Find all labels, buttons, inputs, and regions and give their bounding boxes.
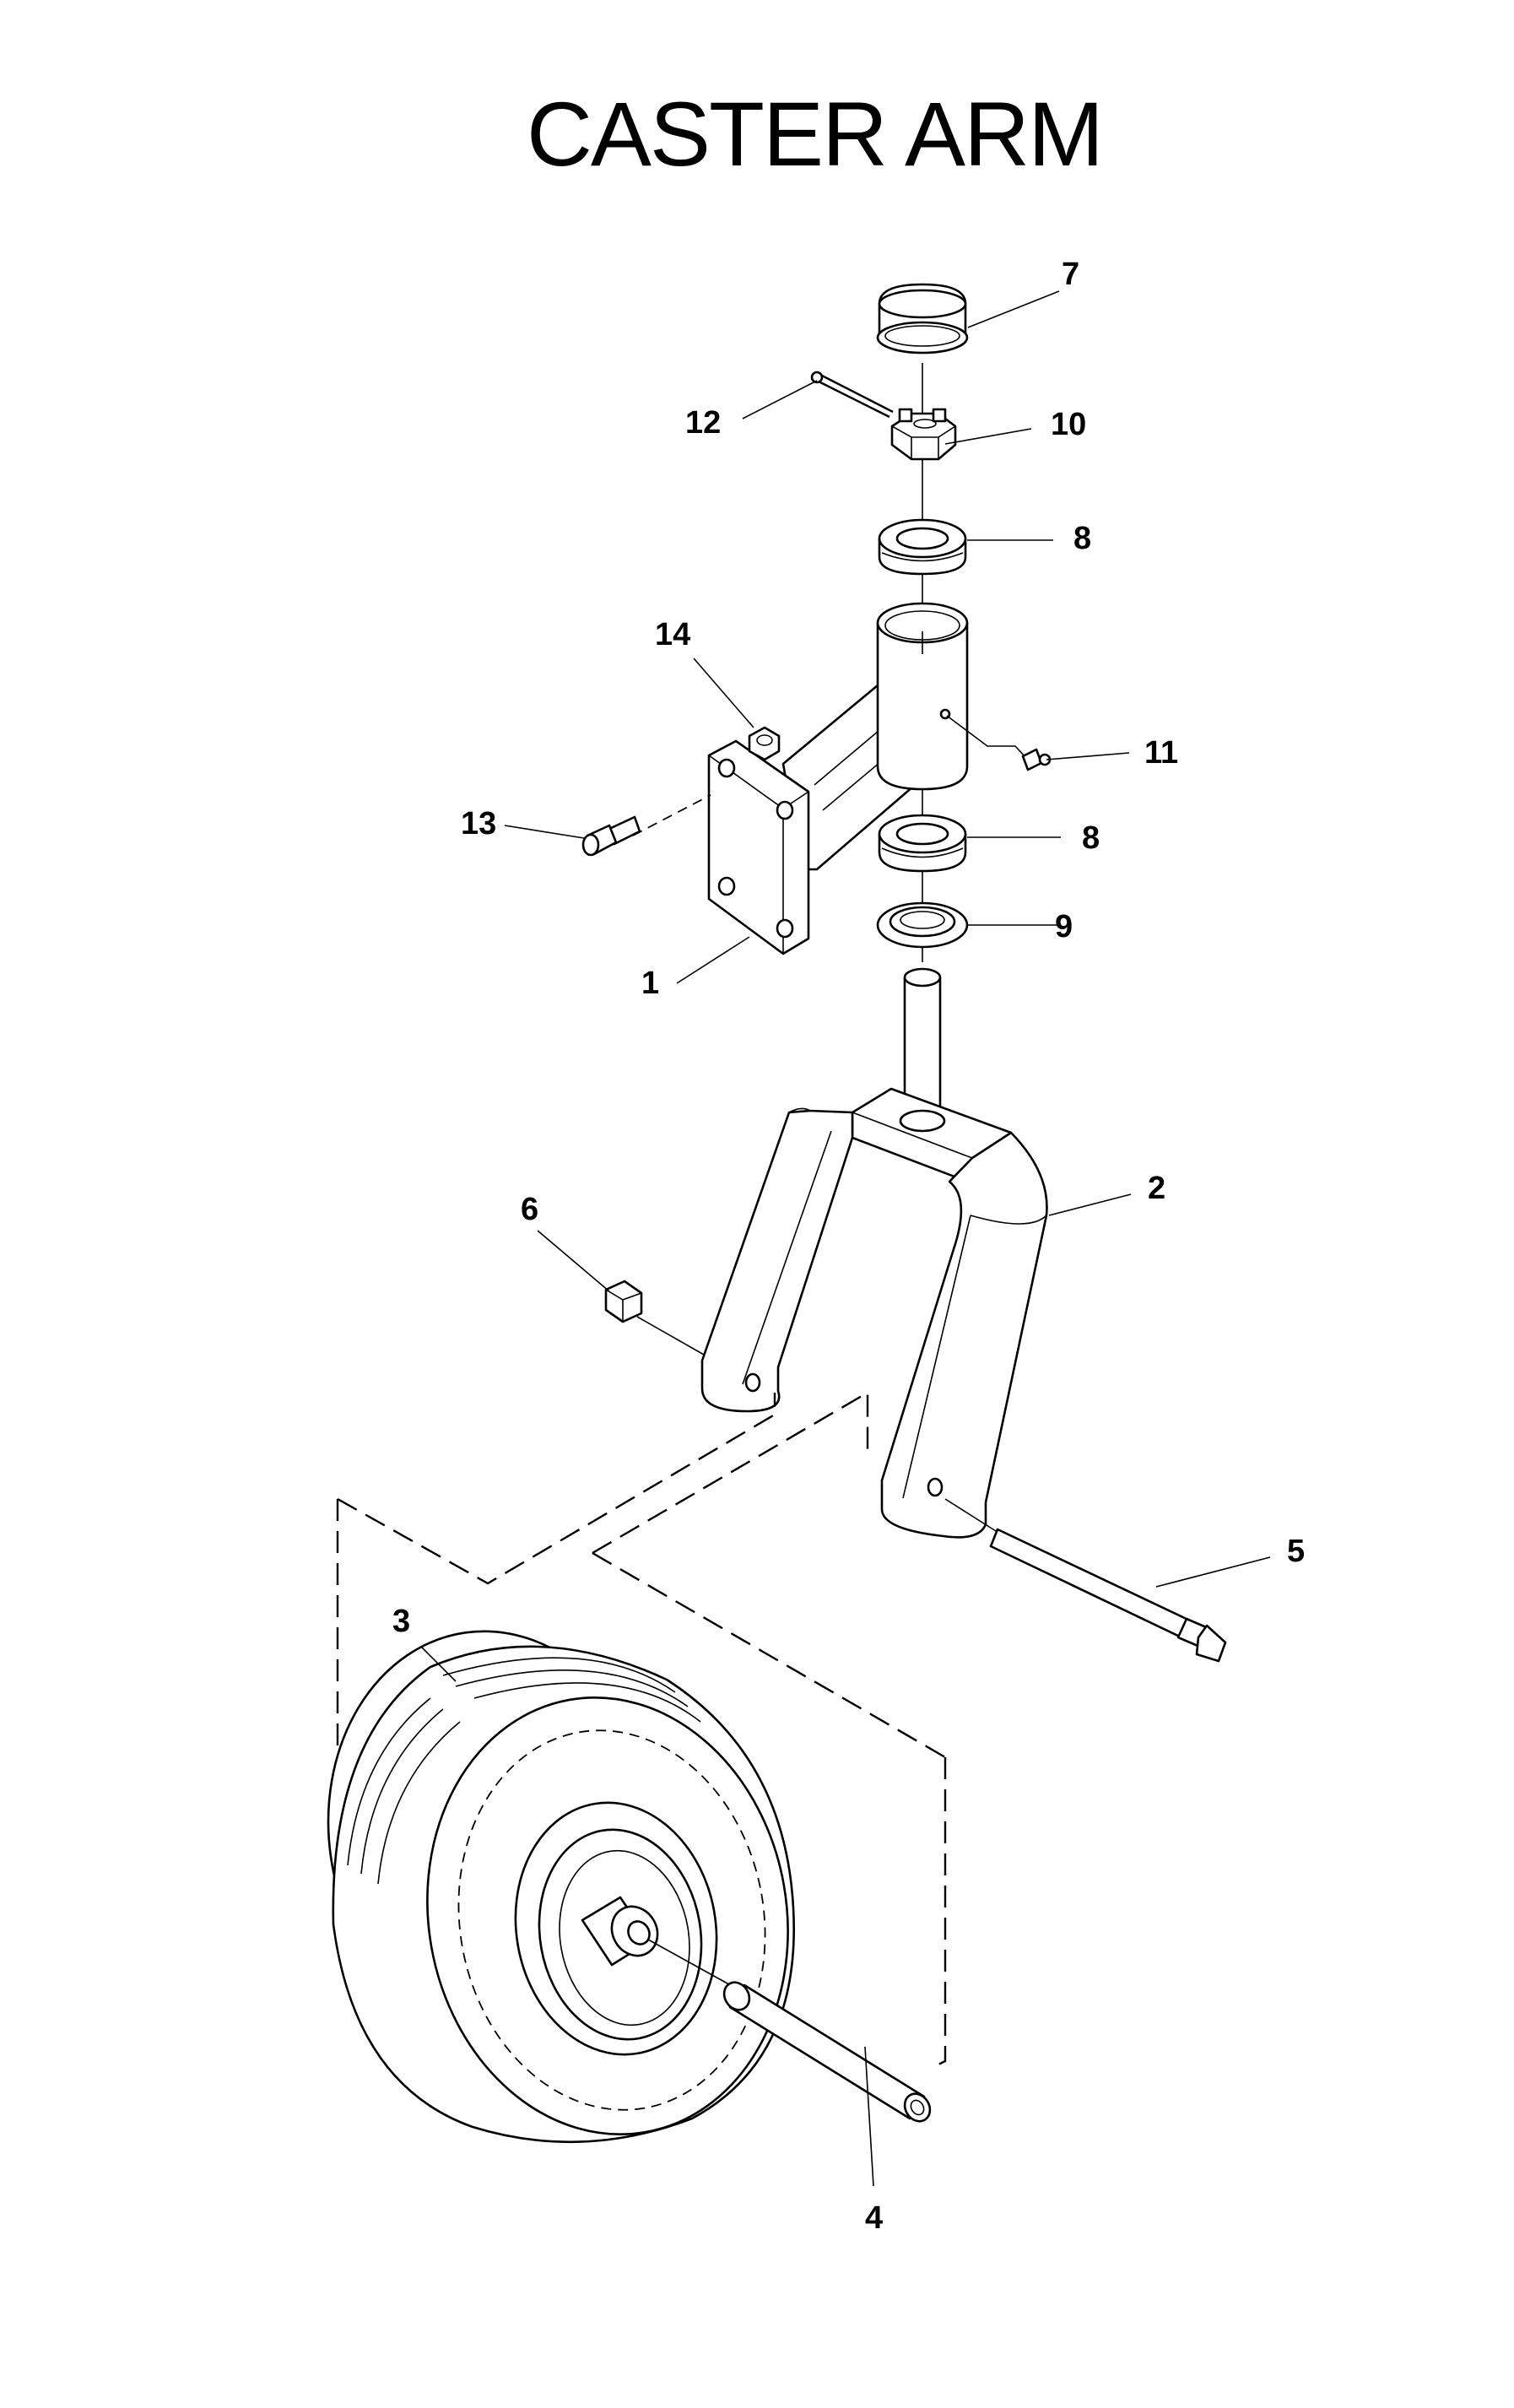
callout-4: 4: [865, 2200, 883, 2236]
callout-6: 6: [521, 1192, 538, 1227]
spacer-tube-part-4: [722, 1981, 932, 2123]
callout-11: 11: [1144, 735, 1178, 771]
callout-8-upper: 8: [1073, 521, 1091, 556]
bearing-lower-part-8: [878, 814, 967, 873]
castle-nut-part-10: [890, 408, 957, 461]
callout-5: 5: [1287, 1534, 1305, 1569]
callout-14: 14: [655, 617, 690, 652]
grease-fitting-part-11: [946, 715, 1052, 771]
cotter-pin-part-12: [810, 371, 894, 419]
callout-10: 10: [1051, 407, 1086, 442]
callout-labels: 7 12 10 8 14 11 13 8 9 1 2 6 5 3 4: [392, 257, 1305, 2236]
callout-12: 12: [685, 405, 721, 441]
callout-13: 13: [461, 806, 496, 841]
callout-3: 3: [392, 1604, 410, 1639]
nut-part-14: [748, 726, 781, 761]
callout-8-lower: 8: [1082, 820, 1100, 856]
axle-bolt-part-5: [944, 1498, 1227, 1663]
caster-fork-part-2: [700, 967, 1048, 1539]
locknut-part-6: [604, 1280, 705, 1356]
leader-lines: [421, 290, 1271, 2187]
callout-7: 7: [1062, 257, 1079, 292]
bearing-upper-part-8: [878, 518, 967, 576]
wheel-tire-part-3: [327, 1630, 795, 2144]
callout-1: 1: [641, 966, 659, 1001]
page-title: CASTER ARM: [526, 83, 1104, 185]
callout-2: 2: [1148, 1171, 1165, 1206]
bolt-part-13: [581, 794, 711, 857]
seal-part-9: [876, 901, 969, 949]
dust-cap-part-7: [876, 283, 969, 354]
callout-9: 9: [1055, 909, 1073, 944]
caster-arm-weldment-part-1: [707, 602, 969, 955]
